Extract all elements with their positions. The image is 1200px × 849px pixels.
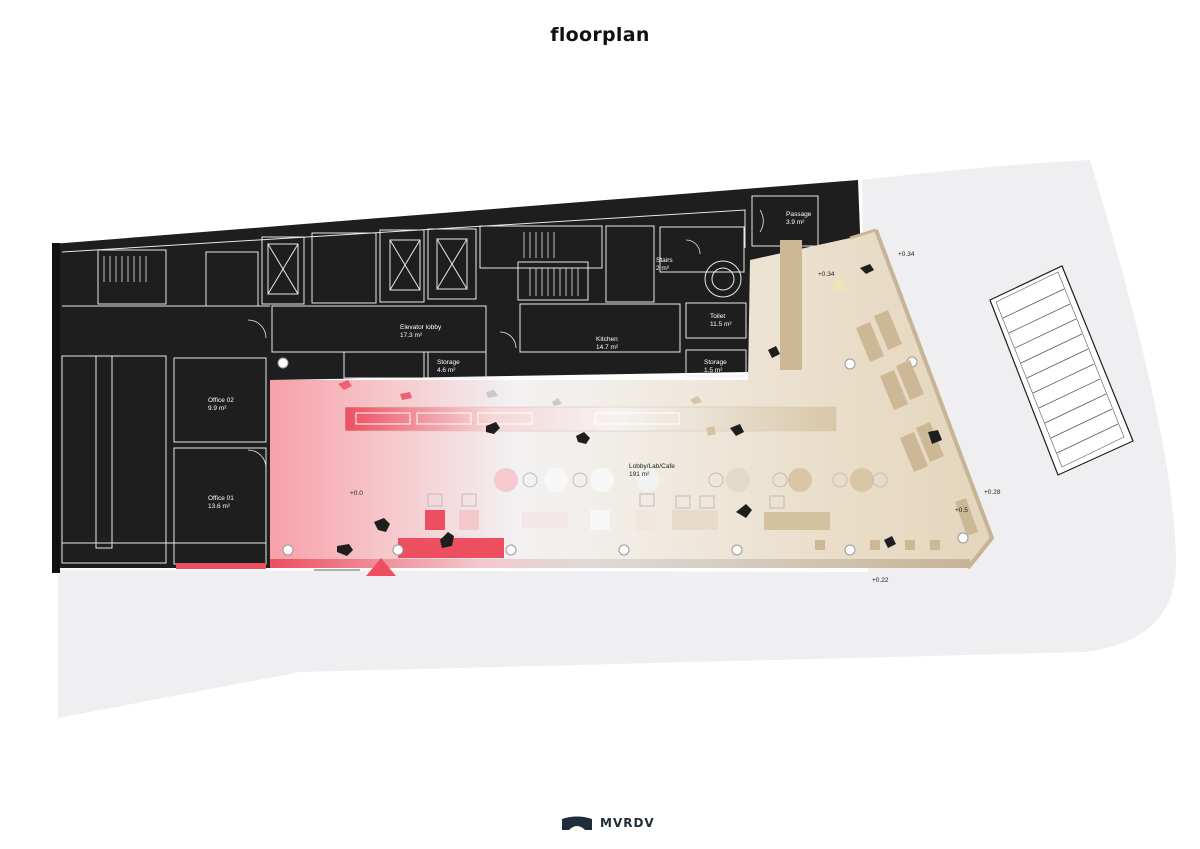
label-passage-area: 3.9 m² <box>786 219 805 226</box>
lobby-floor <box>270 230 992 568</box>
label-stairs-name: Stairs <box>656 257 673 264</box>
level-marker-1: +0.34 <box>898 251 915 258</box>
label-storage-2-area: 1.5 m² <box>704 367 723 374</box>
label-kitchen-name: Kitchen <box>596 336 618 343</box>
long-bar <box>344 406 837 432</box>
label-office-01-area: 13.6 m² <box>208 503 231 510</box>
label-office-02-area: 9.9 m² <box>208 405 227 412</box>
people-figures <box>337 264 942 556</box>
label-toilet-area: 11.5 m² <box>710 321 732 328</box>
label-lobby-name: Lobby/Lab/Cafe <box>629 463 675 470</box>
label-lobby-area: 191 m² <box>629 471 650 478</box>
label-passage-name: Passage <box>786 211 812 218</box>
label-elevator-lobby-area: 17.3 m² <box>400 332 423 339</box>
label-storage-2-name: Storage <box>704 359 727 366</box>
label-storage-1-name: Storage <box>437 359 460 366</box>
label-office-01-name: Office 01 <box>208 495 234 502</box>
square-tables <box>425 510 830 530</box>
mvrdv-logo-icon <box>562 816 592 830</box>
level-marker-5: +0.5 <box>955 507 968 514</box>
label-office-02-name: Office 02 <box>208 397 234 404</box>
label-elevator-lobby-name: Elevator lobby <box>400 324 442 331</box>
entrance-arrow <box>366 558 396 576</box>
label-toilet-name: Toilet <box>710 313 725 320</box>
label-kitchen-area: 14.7 m² <box>596 344 619 351</box>
lobby-outer-wall <box>874 229 995 570</box>
level-marker-3: +0.0 <box>350 490 363 497</box>
level-marker-2: +0.34 <box>818 271 835 278</box>
round-tables <box>494 468 874 492</box>
interior-partitions <box>61 195 819 565</box>
wood-furniture <box>780 240 978 550</box>
level-marker-6: +0.22 <box>872 577 889 584</box>
brand-logo: MVRDV <box>562 816 655 830</box>
building-walls <box>52 180 860 568</box>
brand-name: MVRDV <box>600 816 655 830</box>
elevator-shafts <box>267 238 468 295</box>
facade-wall <box>270 559 970 568</box>
level-marker-4: +0.28 <box>984 489 1001 496</box>
adjacent-staircase <box>989 265 1134 476</box>
label-storage-1-area: 4.6 m² <box>437 367 456 374</box>
label-stairs-area: 2 m² <box>656 265 670 272</box>
page-title: floorplan <box>550 24 650 46</box>
